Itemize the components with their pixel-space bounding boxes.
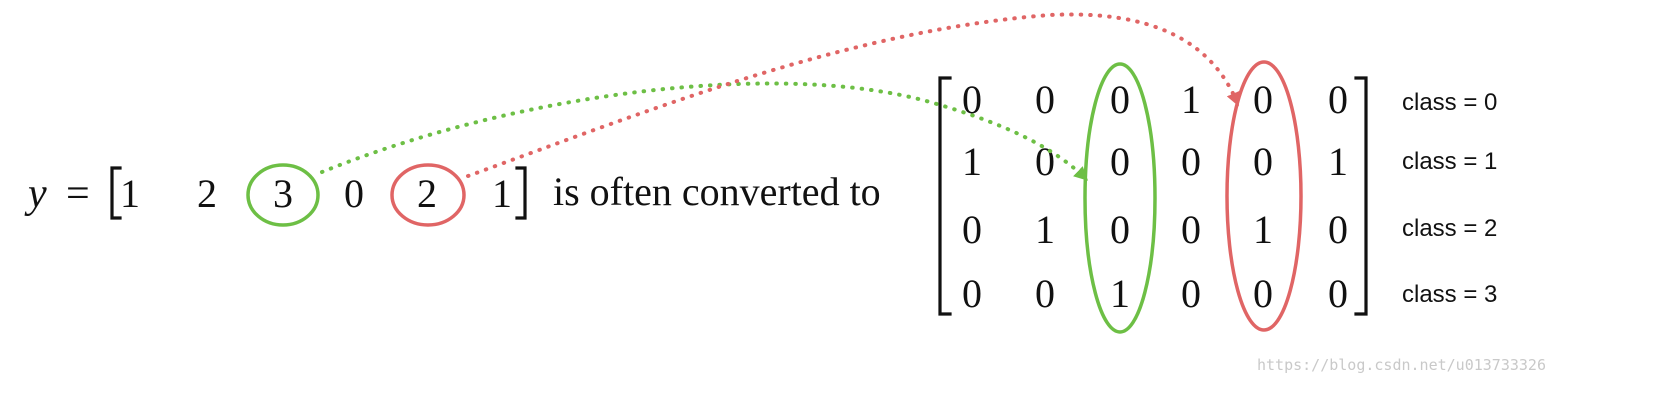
matrix-cell: 0 <box>1035 139 1055 184</box>
matrix-cell: 0 <box>962 77 982 122</box>
red-highlight-circle <box>390 163 466 227</box>
matrix-cell: 1 <box>1110 271 1130 316</box>
equation-variable: y <box>24 171 47 217</box>
vector-entry: 0 <box>344 171 364 216</box>
vector-entry: 3 <box>273 171 293 216</box>
matrix-right-bracket <box>1354 76 1368 316</box>
matrix-cell: 1 <box>1181 77 1201 122</box>
matrix-cell: 0 <box>1181 139 1201 184</box>
matrix-cell: 0 <box>962 271 982 316</box>
vector-entry: 1 <box>492 171 512 216</box>
matrix-cell: 0 <box>1181 207 1201 252</box>
green-dotted-arrow <box>320 81 1089 181</box>
class-label: class = 1 <box>1402 148 1497 175</box>
watermark: https://blog.csdn.net/u013733326 <box>1257 356 1546 374</box>
vector-right-bracket <box>515 166 527 220</box>
equation-equals: = <box>66 171 90 217</box>
matrix-cell: 0 <box>1035 271 1055 316</box>
matrix-cell: 0 <box>962 207 982 252</box>
class-label: class = 2 <box>1402 215 1497 242</box>
matrix: 0 0 0 1 0 0 1 0 0 0 0 1 0 1 0 0 1 0 0 0 1 0 0 0 <box>962 77 1348 316</box>
matrix-cell: 0 <box>1253 139 1273 184</box>
matrix-cell: 0 <box>1328 77 1348 122</box>
matrix-cell: 1 <box>1035 207 1055 252</box>
matrix-cell: 0 <box>1181 271 1201 316</box>
matrix-cell: 0 <box>1110 207 1130 252</box>
matrix-cell: 0 <box>1328 271 1348 316</box>
vector-left-bracket <box>110 166 122 220</box>
matrix-cell: 0 <box>1035 77 1055 122</box>
matrix-cell: 0 <box>1328 207 1348 252</box>
matrix-cell: 1 <box>1253 207 1273 252</box>
equation-phrase: is often converted to <box>553 169 881 214</box>
vector-entry: 2 <box>417 171 437 216</box>
vector-entry: 2 <box>197 171 217 216</box>
green-highlight-circle <box>246 163 320 227</box>
vector-entry: 1 <box>120 171 140 216</box>
class-label: class = 0 <box>1402 89 1497 116</box>
matrix-cell: 0 <box>1110 77 1130 122</box>
red-column-oval <box>1225 60 1303 332</box>
matrix-cell: 1 <box>962 139 982 184</box>
matrix-left-bracket <box>938 76 952 316</box>
matrix-cell: 0 <box>1253 271 1273 316</box>
matrix-cell: 1 <box>1328 139 1348 184</box>
green-column-oval <box>1083 62 1157 334</box>
red-dotted-arrow <box>466 12 1240 178</box>
class-label: class = 3 <box>1402 281 1497 308</box>
matrix-cell: 0 <box>1110 139 1130 184</box>
matrix-cell: 0 <box>1253 77 1273 122</box>
